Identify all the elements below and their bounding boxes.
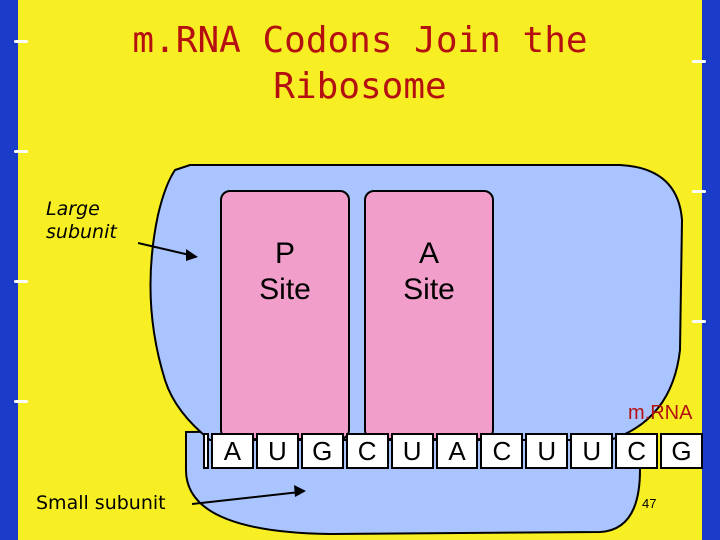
edge-decoration: [14, 150, 28, 153]
large-subunit-arrowhead: [186, 249, 198, 261]
mrna-base: U: [255, 433, 299, 469]
p-site-word: Site: [259, 273, 311, 306]
mrna-base: U: [570, 433, 614, 469]
a-site-letter: A: [418, 237, 439, 270]
a-site: A Site: [364, 190, 494, 440]
mrna-base: U: [525, 433, 569, 469]
large-subunit-label: Large subunit: [46, 198, 117, 243]
edge-decoration: [14, 400, 28, 403]
edge-decoration: [692, 320, 706, 323]
a-site-word: Site: [403, 273, 455, 306]
small-subunit-label: Small subunit: [36, 492, 166, 514]
mrna-strand-start: [203, 433, 209, 469]
slide-title: m.RNA Codons Join the Ribosome: [132, 20, 588, 107]
p-site-letter: P: [274, 237, 295, 270]
slide-number: 47: [642, 496, 657, 511]
mrna-base: G: [300, 433, 344, 469]
small-subunit-arrowhead: [294, 485, 306, 497]
large-subunit-arrow: [137, 242, 195, 257]
mrna-base: G: [660, 433, 703, 469]
edge-decoration: [692, 60, 706, 63]
mrna-base: U: [390, 433, 434, 469]
p-site: P Site: [220, 190, 350, 440]
mrna-base: C: [480, 433, 524, 469]
edge-decoration: [14, 40, 28, 43]
mrna-base: A: [211, 433, 254, 469]
mrna-base: C: [345, 433, 389, 469]
edge-decoration: [692, 190, 706, 193]
mrna-base: C: [615, 433, 659, 469]
p-site-label: P Site: [222, 236, 348, 308]
mrna-label: m.RNA: [628, 402, 693, 424]
mrna-base: A: [435, 433, 479, 469]
a-site-label: A Site: [366, 236, 492, 308]
small-subunit-arrow: [191, 491, 301, 505]
edge-decoration: [14, 280, 28, 283]
